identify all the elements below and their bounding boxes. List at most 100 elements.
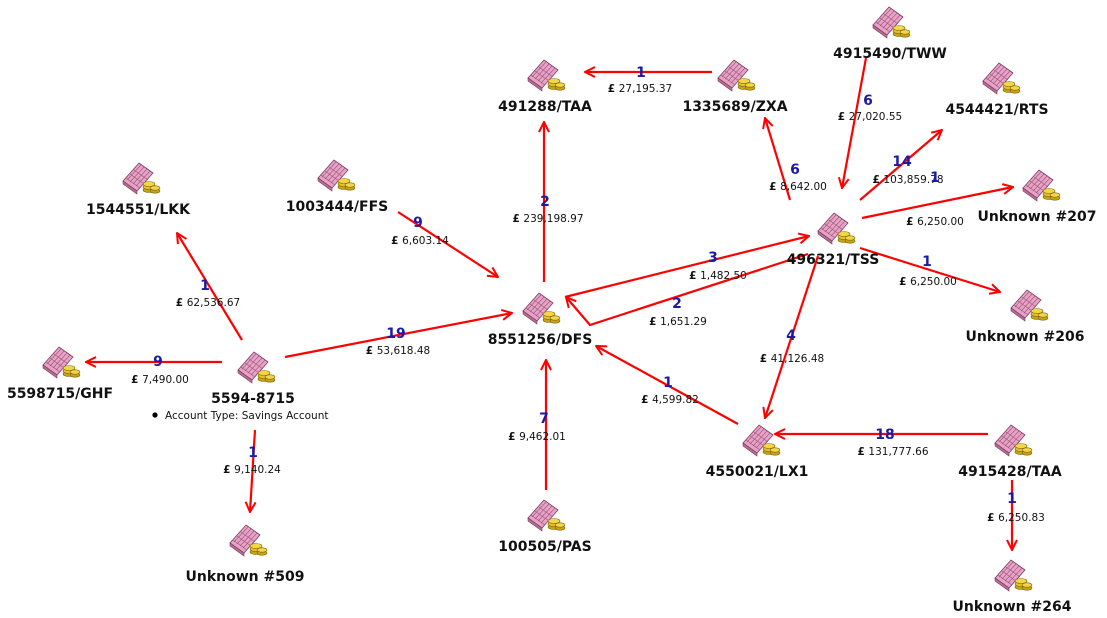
bank-account-icon[interactable]	[982, 62, 1021, 95]
account-node-n1335689[interactable]: 1335689/ZXA	[682, 59, 788, 115]
account-label: 5598715/GHF	[7, 386, 113, 402]
edge-amount-value: 6,250.83	[998, 512, 1045, 524]
account-node-n4544421[interactable]: 4544421/RTS	[945, 62, 1049, 118]
account-label: 1544551/LKK	[86, 202, 191, 218]
edge-amount-value: 4,599.82	[652, 394, 699, 406]
account-node-n5598715[interactable]: 5598715/GHF	[7, 346, 113, 402]
bank-account-icon[interactable]	[237, 351, 276, 384]
bank-account-icon[interactable]	[42, 346, 81, 379]
bank-account-icon[interactable]	[527, 59, 566, 92]
edge-count-label: 6	[790, 162, 800, 178]
account-label: 8551256/DFS	[488, 332, 593, 348]
edge-count-label: 1	[1007, 491, 1017, 507]
account-node-nU264[interactable]: Unknown #264	[953, 559, 1072, 615]
currency-symbol: £	[391, 235, 402, 247]
edge-n496321-to-n4544421[interactable]	[859, 130, 942, 201]
edge-n8551256-to-n496321[interactable]	[564, 236, 809, 299]
edge-n5594-to-n1544551[interactable]	[177, 233, 243, 341]
edge-amount-value: 131,777.66	[868, 446, 928, 458]
edge-count-label: 9	[153, 354, 163, 370]
edge-n496321-to-nU206[interactable]	[859, 246, 1000, 292]
bank-account-icon[interactable]	[122, 162, 161, 195]
account-node-nU206[interactable]: Unknown #206	[966, 289, 1085, 345]
edge-amount-value: 62,536.67	[187, 297, 240, 309]
edge-amount-label: £ 6,250.83	[987, 512, 1045, 524]
edge-n496321-to-n1335689[interactable]	[765, 118, 792, 201]
edge-count-label: 2	[672, 296, 682, 312]
bank-account-icon[interactable]	[1010, 289, 1049, 322]
currency-symbol: £	[641, 394, 652, 406]
currency-symbol: £	[131, 374, 142, 386]
account-label: 491288/TAA	[498, 99, 592, 115]
edge-n1003444-to-n8551256[interactable]	[397, 211, 498, 277]
edge-count-label: 6	[863, 93, 873, 109]
account-node-n100505[interactable]: 100505/PAS	[498, 499, 592, 555]
currency-symbol: £	[838, 111, 849, 123]
bank-account-icon[interactable]	[817, 212, 856, 245]
account-label: 1335689/ZXA	[682, 99, 787, 115]
account-label: 4915490/TWW	[833, 46, 947, 62]
currency-symbol: £	[689, 270, 700, 282]
currency-symbol: £	[987, 512, 998, 524]
account-node-n8551256[interactable]: 8551256/DFS	[488, 292, 593, 348]
bank-account-icon[interactable]	[994, 424, 1033, 457]
account-label: 100505/PAS	[498, 539, 591, 555]
bank-account-icon[interactable]	[527, 499, 566, 532]
account-label: 5594-8715	[211, 391, 295, 407]
account-label: 496321/TSS	[787, 252, 880, 268]
account-label: Unknown #207	[978, 209, 1097, 225]
account-node-n4915428[interactable]: 4915428/TAA	[958, 424, 1062, 480]
bank-account-icon[interactable]	[872, 6, 911, 39]
edge-amount-value: 1,482.50	[700, 270, 747, 282]
bank-account-icon[interactable]	[1022, 169, 1061, 202]
account-node-n1544551[interactable]: 1544551/LKK	[86, 162, 191, 218]
account-node-n491288[interactable]: 491288/TAA	[498, 59, 592, 115]
edge-count-label: 14	[892, 154, 912, 170]
edge-n496321-to-nU207[interactable]	[861, 187, 1013, 220]
account-node-nU509[interactable]: Unknown #509	[186, 524, 305, 585]
account-node-nU207[interactable]: Unknown #207	[978, 169, 1097, 225]
bank-account-icon[interactable]	[717, 59, 756, 92]
bank-account-icon[interactable]	[994, 559, 1033, 592]
edge-count-label: 1	[200, 278, 210, 294]
edge-n496321-to-n4550021[interactable]	[765, 255, 820, 418]
edge-count-label: 1	[930, 170, 940, 186]
account-label: 4550021/LX1	[706, 464, 809, 480]
currency-symbol: £	[608, 83, 619, 95]
account-label: 4544421/RTS	[945, 102, 1048, 118]
account-label: Unknown #264	[953, 599, 1072, 615]
bank-account-icon[interactable]	[522, 292, 561, 325]
edge-n4915490-to-n496321[interactable]	[842, 57, 868, 188]
edge-amount-label: £ 27,195.37	[608, 83, 672, 95]
edge-amount-value: 6,250.00	[910, 276, 957, 288]
edge-amount-label: £ 27,020.55	[838, 111, 902, 123]
bank-account-icon[interactable]	[317, 159, 356, 192]
edge-amount-label: £ 7,490.00	[131, 374, 189, 386]
account-node-n496321[interactable]: 496321/TSS	[787, 212, 880, 268]
edge-amount-value: 7,490.00	[142, 374, 189, 386]
edge-n496321-to-n8551256[interactable]	[566, 252, 809, 327]
edges-layer	[86, 57, 1013, 550]
currency-symbol: £	[906, 216, 917, 228]
account-label: Unknown #509	[186, 569, 305, 585]
account-node-n1003444[interactable]: 1003444/FFS	[286, 159, 389, 215]
nodes-layer: 491288/TAA 1335689/ZXA 4915490/TWW 4544421/…	[7, 6, 1097, 615]
edge-amount-label: £ 8,642.00	[769, 181, 827, 193]
bank-account-icon[interactable]	[742, 424, 781, 457]
edge-count-label: 3	[708, 250, 718, 266]
currency-symbol: £	[899, 276, 910, 288]
bank-account-icon[interactable]	[229, 524, 268, 557]
edge-amount-label: £ 62,536.67	[176, 297, 240, 309]
edge-amount-value: 53,618.48	[377, 345, 430, 357]
currency-symbol: £	[769, 181, 780, 193]
edge-n4550021-to-n8551256[interactable]	[596, 346, 739, 425]
edge-count-label: 1	[922, 254, 932, 270]
edge-n5594-to-nU509[interactable]	[250, 429, 255, 512]
account-node-n4915490[interactable]: 4915490/TWW	[833, 6, 947, 62]
account-label: Unknown #206	[966, 329, 1085, 345]
account-node-n4550021[interactable]: 4550021/LX1	[706, 424, 809, 480]
edge-n5594-to-n8551256[interactable]	[284, 313, 512, 359]
currency-symbol: £	[760, 353, 771, 365]
